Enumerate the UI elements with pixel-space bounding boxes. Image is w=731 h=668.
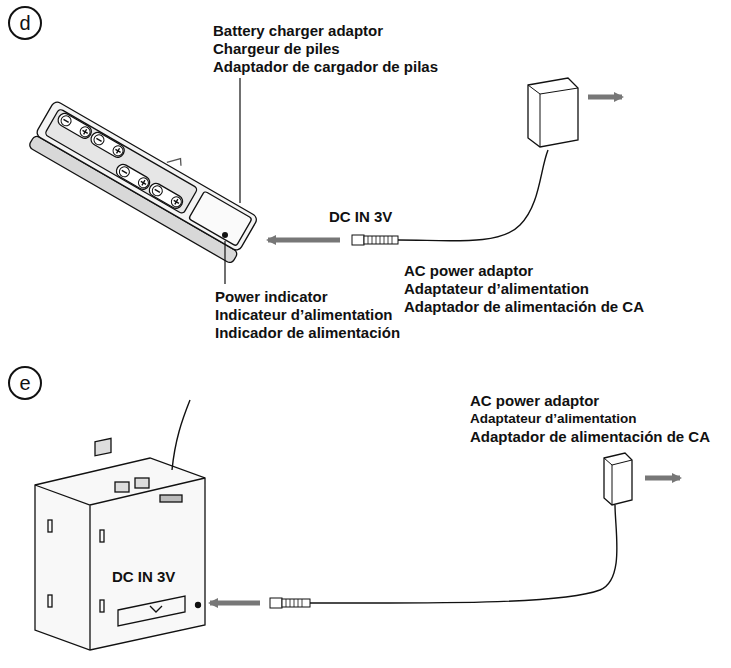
power-indicator-dot [222, 232, 228, 238]
panel-letter: d [19, 13, 30, 33]
cassette-player [35, 400, 205, 650]
part-label: AC power adaptor [404, 262, 533, 280]
part-label: DC IN 3V [329, 208, 392, 226]
panel-letter-circle: d [8, 6, 42, 40]
panel-letter-circle: e [8, 366, 42, 400]
part-label: AC power adaptor [470, 392, 599, 410]
part-label: Adaptador de alimentación de CA [470, 428, 710, 446]
part-label: Indicador de alimentación [215, 324, 400, 342]
leader-lines [225, 78, 240, 284]
panel-letter: e [19, 373, 30, 393]
charger-body [28, 90, 265, 265]
part-label: Adaptador de alimentación de CA [404, 298, 644, 316]
part-label: Adaptateur d’alimentation [404, 280, 589, 298]
part-label: Chargeur de piles [213, 40, 340, 58]
dc-plug-e [210, 453, 680, 608]
part-label: Indicateur d’alimentation [215, 306, 393, 324]
part-label: Power indicator [215, 288, 328, 306]
dc-plug-d [268, 78, 622, 245]
part-label: Adaptateur d’alimentation [470, 410, 637, 428]
part-label: Battery charger adaptor [213, 22, 383, 40]
part-label: Adaptador de cargador de pilas [213, 58, 438, 76]
part-label: DC IN 3V [112, 568, 175, 586]
